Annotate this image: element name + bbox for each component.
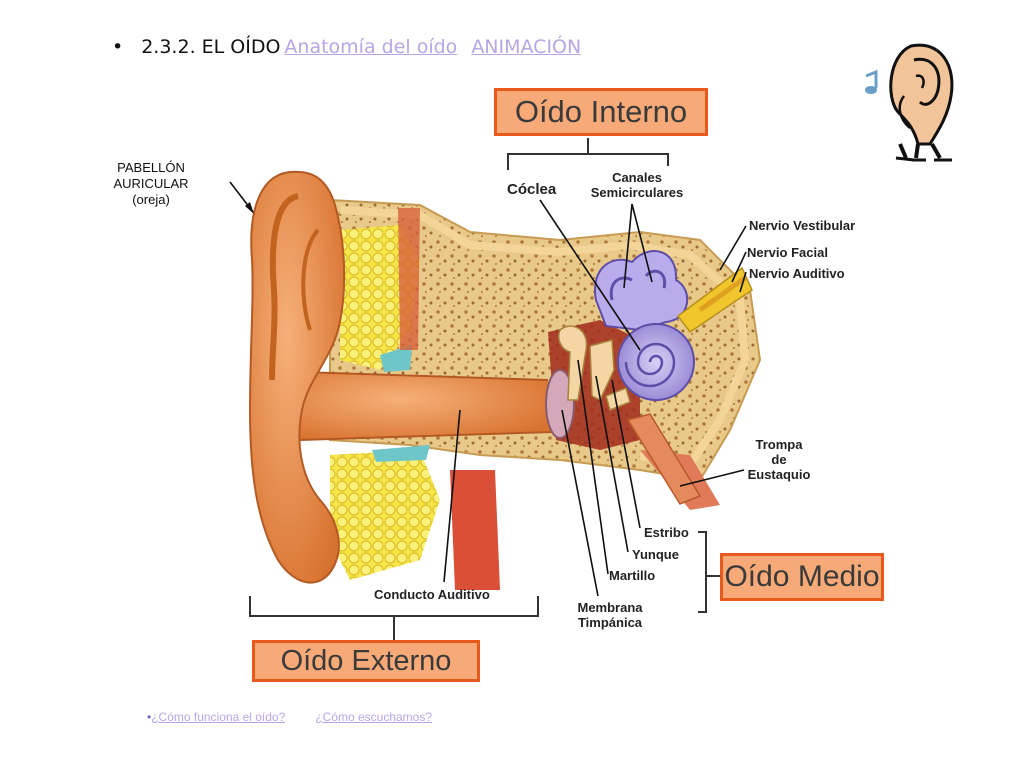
- box-oido-medio: Oído Medio: [720, 553, 884, 601]
- middle-ear: [545, 320, 640, 450]
- label-nervio-vestibular: Nervio Vestibular: [749, 218, 856, 233]
- trompa-line2: de: [771, 452, 787, 467]
- ear-clipart-icon: [865, 43, 954, 162]
- inner-ear: [594, 250, 753, 401]
- label-canales: Canales Semicirculares: [582, 170, 692, 200]
- label-nervio-auditivo: Nervio Auditivo: [749, 266, 845, 281]
- como-funciona-link[interactable]: ¿Cómo funciona el oído?: [151, 710, 286, 724]
- label-conducto: Conducto Auditivo: [374, 587, 490, 602]
- pabellon-line2: AURICULAR: [113, 176, 189, 191]
- canales-line2: Semicirculares: [590, 185, 684, 200]
- eustachian-tube: [626, 413, 702, 505]
- slide-title: 2.3.2. EL OÍDO: [141, 36, 281, 58]
- label-pabellon: PABELLÓN AURICULAR (oreja): [104, 160, 198, 208]
- ear-canal: [299, 371, 553, 441]
- title-bullet: •: [112, 36, 124, 58]
- eardrum: [545, 369, 575, 439]
- label-estribo: Estribo: [644, 525, 689, 540]
- label-trompa: Trompa de Eustaquio: [738, 437, 820, 482]
- pinna: [248, 170, 346, 584]
- membrana-line2: Timpánica: [577, 615, 643, 630]
- brackets: [249, 138, 720, 640]
- semicircular-canals: [594, 250, 689, 332]
- canales-line1: Canales: [612, 170, 662, 185]
- label-martillo: Martillo: [609, 568, 656, 583]
- bottom-links: •¿Cómo funciona el oído? ¿Cómo escuchamos…: [147, 710, 432, 724]
- bottom-bullet: •: [147, 710, 152, 724]
- anatomy-link[interactable]: Anatomía del oído: [284, 36, 458, 58]
- box-oido-externo: Oído Externo: [252, 640, 480, 682]
- animation-link[interactable]: ANIMACIÓN: [471, 36, 582, 58]
- membrana-line1: Membrana: [577, 600, 643, 615]
- box-oido-interno: Oído Interno: [494, 88, 708, 136]
- pabellon-line1: PABELLÓN: [117, 160, 185, 175]
- label-nervio-facial: Nervio Facial: [747, 245, 828, 260]
- trompa-line1: Trompa: [755, 437, 803, 452]
- label-yunque: Yunque: [632, 547, 679, 562]
- label-coclea: Cóclea: [507, 181, 557, 198]
- malleus: [558, 325, 588, 401]
- stapes: [605, 386, 631, 412]
- trompa-line3: Eustaquio: [747, 467, 811, 482]
- label-membrana: Membrana Timpánica: [568, 600, 652, 630]
- como-escuchamos-link[interactable]: ¿Cómo escuchamos?: [315, 710, 433, 724]
- pabellon-line3: (oreja): [132, 192, 170, 207]
- music-note-icon: [865, 69, 878, 94]
- incus: [589, 339, 615, 402]
- leader-lines: [229, 181, 747, 597]
